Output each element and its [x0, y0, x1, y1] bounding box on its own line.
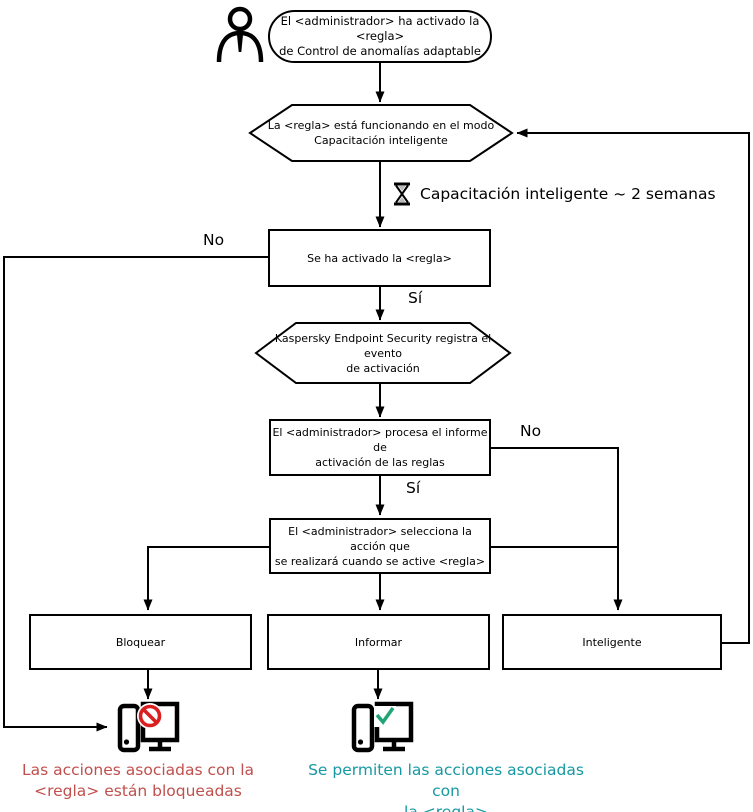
node-select-line1: El <administrador> selecciona la acción …: [288, 524, 472, 553]
node-report-line1: El <administrador> procesa el informe de: [272, 426, 488, 454]
node-rule-triggered-line1: Se ha activado la <regla>: [307, 251, 452, 265]
label-no-left: No: [203, 231, 225, 249]
node-registers-line1: Kaspersky Endpoint Security registra el …: [274, 331, 492, 360]
node-start-line1: El <administrador> ha activado la <regla…: [280, 14, 480, 43]
hourglass-icon: [393, 182, 411, 210]
computer-allowed-icon: [350, 701, 414, 759]
node-registers-line2: de activación: [346, 361, 420, 375]
node-training-mode: La <regla> está funcionando en el modo C…: [260, 105, 502, 161]
computer-blocked-icon: [116, 701, 180, 759]
timer-label: Capacitación inteligente ~ 2 semanas: [420, 185, 716, 203]
action-block-label: Bloquear: [115, 635, 166, 649]
label-yes-first: Sí: [408, 289, 423, 307]
arrow-select-to-block: [143, 546, 269, 611]
action-inform-label: Informar: [354, 635, 403, 649]
node-report-line2: activación de las reglas: [315, 456, 445, 469]
outcome-blocked-line2: <regla> están bloqueadas: [34, 782, 242, 800]
node-start: El <administrador> ha activado la <regla…: [268, 10, 492, 63]
outcome-allowed-line1: Se permiten las acciones asociadas con: [308, 761, 584, 800]
arrow-no-to-blocked: [3, 256, 268, 732]
arrow-smart-loop-to-training: [516, 128, 750, 644]
node-processes-report: El <administrador> procesa el informe de…: [269, 419, 491, 476]
node-action-smart: Inteligente: [502, 614, 722, 670]
node-training-line2: Capacitación inteligente: [314, 134, 448, 147]
outcome-allowed-line2: la <regla>: [404, 803, 488, 812]
hexagon-training-mode: [248, 104, 514, 162]
node-training-line1: La <regla> está funcionando en el modo: [267, 119, 495, 132]
label-yes-second: Sí: [406, 479, 421, 497]
outcome-blocked-text: Las acciones asociadas con la <regla> es…: [10, 760, 266, 802]
node-registers-event: Kaspersky Endpoint Security registra el …: [258, 323, 508, 383]
outcome-allowed-text: Se permiten las acciones asociadas con l…: [300, 760, 592, 812]
node-select-line2: se realizará cuando se active <regla>: [274, 554, 486, 568]
node-action-inform: Informar: [267, 614, 490, 670]
outcome-blocked-line1: Las acciones asociadas con la: [21, 761, 255, 779]
person-icon: [215, 5, 265, 67]
node-start-line2: de Control de anomalías adaptable: [279, 44, 481, 58]
action-smart-label: Inteligente: [582, 635, 642, 649]
label-no-right: No: [520, 422, 542, 440]
node-action-block: Bloquear: [29, 614, 252, 670]
hexagon-registers-event: [254, 322, 512, 384]
node-rule-triggered: Se ha activado la <regla>: [268, 229, 491, 287]
arrow-no-to-smart: [491, 447, 623, 611]
node-selects-action: El <administrador> selecciona la acción …: [269, 518, 491, 574]
